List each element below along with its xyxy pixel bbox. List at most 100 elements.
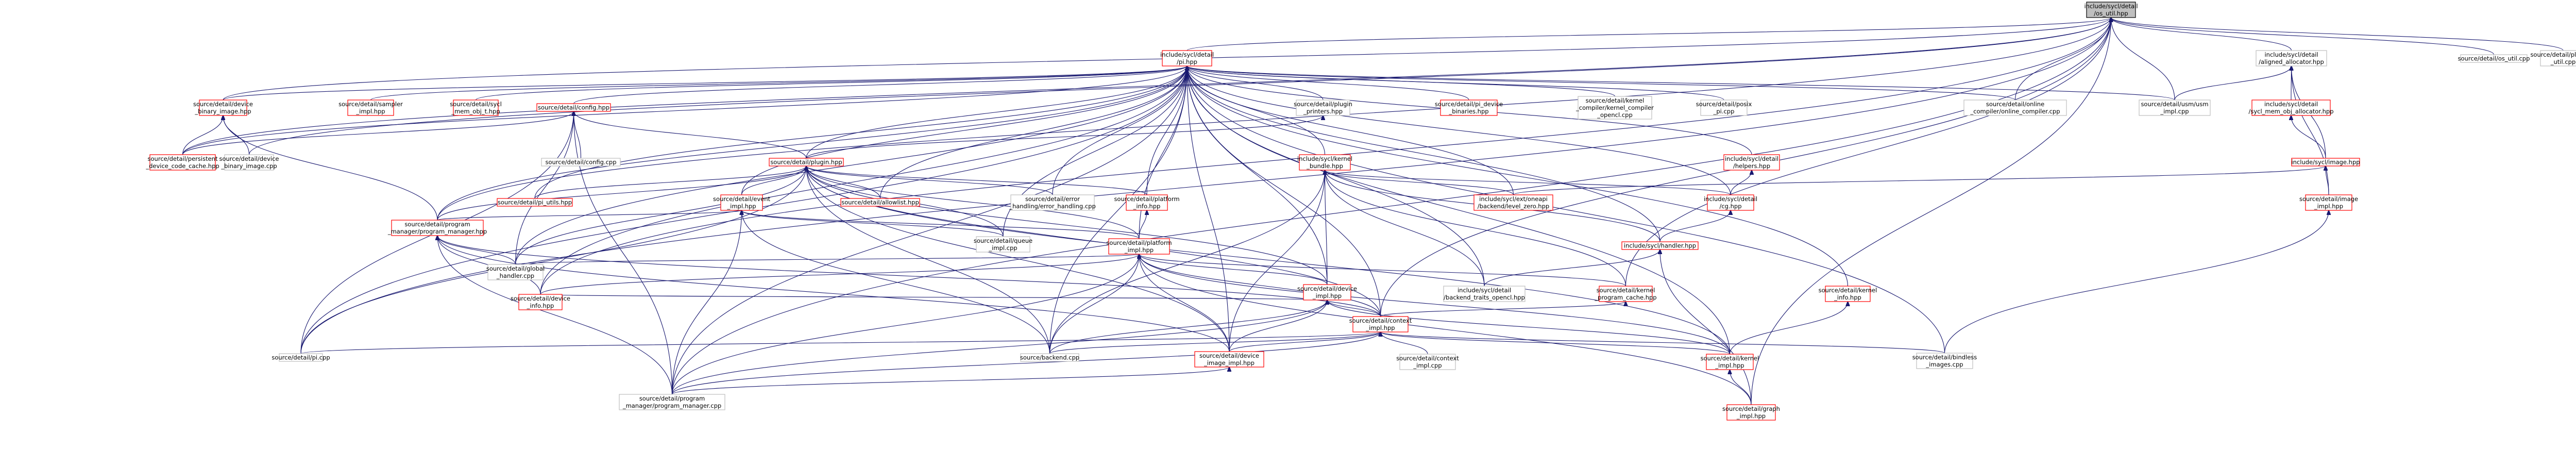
node-label-line: source/detail/plugin.hpp bbox=[770, 159, 842, 166]
node-box bbox=[1010, 194, 1095, 211]
node-label-line: _binary_image.cpp bbox=[221, 162, 277, 170]
node-box bbox=[1963, 99, 2067, 116]
node-label-line: source/detail/image bbox=[2299, 195, 2358, 203]
graph-node-persistent[interactable]: source/detail/persistent_device_code_cac… bbox=[145, 154, 219, 171]
graph-node-plugin-printers[interactable]: source/detail/plugin_printers.hpp bbox=[1294, 99, 1352, 116]
graph-node-online-compiler[interactable]: source/detail/online_compiler/online_com… bbox=[1963, 99, 2067, 116]
node-box bbox=[199, 99, 247, 116]
node-label-line: include/sycl/detail bbox=[1160, 51, 1214, 58]
node-label-line: source/detail/allowlist.hpp bbox=[841, 199, 919, 206]
graph-node-root[interactable]: include/sycl/detail/os_util.hpp bbox=[2084, 2, 2138, 18]
node-label-line: _impl.hpp bbox=[1715, 362, 1744, 369]
node-box bbox=[2086, 2, 2136, 18]
graph-node-pm-hpp[interactable]: source/detail/program_manager/program_ma… bbox=[387, 220, 487, 236]
dependency-edge-pi_utils-to-plugin_hpp bbox=[534, 166, 806, 199]
dependency-edge-backend_cpp-to-plugin_hpp bbox=[806, 166, 1050, 354]
node-box bbox=[1707, 194, 1754, 211]
dependency-edge-sampler-to-pi bbox=[370, 66, 1188, 101]
graph-node-backend-cpp[interactable]: source/backend.cpp bbox=[1020, 353, 1079, 362]
graph-node-mem-obj-alloc[interactable]: include/sycl/detail/sycl_mem_obj_allocat… bbox=[2248, 99, 2334, 116]
graph-node-kernel-compiler[interactable]: source/detail/kernel_compiler/kernel_com… bbox=[1575, 96, 1654, 120]
graph-node-image-hpp[interactable]: include/sycl/image.hpp bbox=[2291, 158, 2360, 167]
graph-node-kernel-program-cache[interactable]: source/detail/kernel_program_cache.hpp bbox=[1594, 286, 1657, 302]
dependency-edge-error_handling-to-plugin_hpp bbox=[806, 166, 1053, 195]
graph-node-handler-hpp[interactable]: include/sycl/handler.hpp bbox=[1621, 241, 1699, 250]
node-box bbox=[1299, 154, 1351, 171]
graph-node-cg-hpp[interactable]: include/sycl/detail/cg.hpp bbox=[1704, 194, 1757, 211]
graph-node-graph-impl[interactable]: source/detail/graph_impl.hpp bbox=[1722, 404, 1780, 421]
node-label-line: source/backend.cpp bbox=[1020, 354, 1079, 361]
graph-node-pi-utils[interactable]: source/detail/pi_utils.hpp bbox=[497, 198, 573, 207]
graph-node-pi-cpp[interactable]: source/detail/pi.cpp bbox=[272, 353, 330, 362]
node-label-line: source/detail/posix bbox=[1696, 101, 1752, 108]
graph-node-event-impl[interactable]: source/detail/event_impl.hpp bbox=[713, 194, 771, 211]
dependency-edge-level_zero-to-kernel_bundle bbox=[1325, 170, 1514, 195]
dependency-edge-level_zero-to-image_hpp bbox=[1513, 166, 2326, 195]
graph-node-config-cpp[interactable]: source/detail/config.cpp bbox=[541, 158, 621, 167]
graph-node-queue-impl[interactable]: source/detail/queue_impl.cpp bbox=[974, 236, 1032, 253]
node-box bbox=[1108, 238, 1170, 255]
graph-node-mem-obj[interactable]: source/detail/sycl_mem_obj_t.hpp bbox=[450, 99, 502, 116]
node-label-line: source/detail/program bbox=[404, 221, 470, 228]
graph-node-dev-bin[interactable]: source/detail/device_binary_image.hpp bbox=[193, 99, 253, 116]
graph-node-kernel-info[interactable]: source/detail/kernel_info.hpp bbox=[1819, 286, 1877, 302]
graph-node-device-impl[interactable]: source/detail/device_impl.hpp bbox=[1297, 284, 1357, 301]
node-box bbox=[1825, 286, 1871, 302]
dependency-edge-pi_utils-to-pi bbox=[534, 66, 1187, 199]
graph-node-pm-cpp[interactable]: source/detail/program_manager/program_ma… bbox=[619, 394, 725, 410]
graph-node-kernel-bundle[interactable]: include/sycl/kernel_bundle.hpp bbox=[1297, 154, 1352, 171]
graph-node-aligned[interactable]: include/sycl/detail/aligned_allocator.hp… bbox=[2256, 50, 2327, 66]
node-label-line: include/sycl/ext/oneapi bbox=[1479, 195, 1548, 203]
dependency-edge-graph_impl-to-platform_impl bbox=[1139, 254, 1752, 405]
dependency-edge-image_impl-to-aligned bbox=[2292, 66, 2329, 195]
node-label-line: source/detail/device bbox=[219, 155, 279, 162]
node-label-line: source/detail/sampler bbox=[338, 101, 403, 108]
node-box bbox=[1126, 194, 1168, 211]
node-label-line: source/detail/kernel bbox=[1701, 355, 1759, 362]
graph-node-platform-info[interactable]: source/detail/platform_info.hpp bbox=[1114, 194, 1180, 211]
graph-node-pi-dev-bin[interactable]: source/detail/pi_device_binaries.hpp bbox=[1435, 99, 1503, 116]
node-box bbox=[497, 198, 573, 207]
graph-node-image-impl[interactable]: source/detail/image_impl.hpp bbox=[2299, 194, 2358, 211]
graph-node-helpers[interactable]: include/sycl/detail/helpers.hpp bbox=[1723, 154, 1780, 171]
node-label-line: include/sycl/image.hpp bbox=[2291, 159, 2360, 166]
node-label-line: _info.hpp bbox=[1133, 203, 1161, 210]
dependency-edge-device_image_impl-to-plugin_hpp bbox=[806, 166, 1230, 352]
dependency-edge-pm_cpp-to-platform_impl bbox=[671, 254, 1140, 395]
dependency-edge-device_info-to-pi bbox=[540, 66, 1187, 295]
dependency-edge-platform_impl-to-plugin_hpp bbox=[806, 166, 1140, 239]
dependency-edge-platform_impl-to-platform_info bbox=[1139, 210, 1147, 239]
graph-node-pi[interactable]: include/sycl/detail/pi.hpp bbox=[1160, 50, 1214, 66]
dependency-edge-persistent-to-dev_bin bbox=[182, 115, 224, 155]
node-label-line: source/detail/event bbox=[713, 195, 771, 203]
dependency-edge-backend_cpp-to-platform_impl bbox=[1049, 254, 1140, 354]
node-label-line: include/sycl/detail bbox=[2264, 101, 2318, 108]
graph-node-plugin-hpp[interactable]: source/detail/plugin.hpp bbox=[769, 158, 844, 167]
node-label-line: source/detail/online bbox=[1986, 101, 2044, 108]
graph-node-posix-pi[interactable]: source/detail/posix_pi.cpp bbox=[1696, 99, 1752, 116]
dependency-edge-os_util_cpp-to-root bbox=[2111, 18, 2495, 55]
graph-node-global-handler[interactable]: source/detail/global_handler.cpp bbox=[486, 264, 545, 280]
dependency-edge-pm_hpp-to-plugin_hpp bbox=[437, 166, 806, 221]
graph-node-sampler[interactable]: source/detail/sampler_impl.hpp bbox=[338, 99, 403, 116]
graph-node-allowlist[interactable]: source/detail/allowlist.hpp bbox=[840, 198, 920, 207]
node-box bbox=[224, 154, 274, 171]
graph-node-error-handling[interactable]: source/detail/error_handling/error_handl… bbox=[1009, 194, 1096, 211]
graph-node-context-impl-cpp[interactable]: source/detail/context_impl.cpp bbox=[1396, 354, 1459, 370]
graph-node-config-hpp[interactable]: source/detail/config.hpp bbox=[536, 103, 611, 112]
dependency-edge-pm_cpp-to-device_image_impl bbox=[671, 367, 1230, 395]
graph-node-context-impl[interactable]: source/detail/context_impl.hpp bbox=[1349, 316, 1412, 332]
graph-node-device-image-impl[interactable]: source/detail/device_image_impl.hpp bbox=[1194, 351, 1264, 368]
graph-node-backend-traits[interactable]: include/sycl/detail/backend_traits_openc… bbox=[1443, 286, 1526, 302]
node-label-line: _impl.hpp bbox=[2314, 203, 2343, 210]
graph-node-dev-bin-cpp[interactable]: source/detail/device_binary_image.cpp bbox=[219, 154, 279, 171]
graph-node-os-util-cpp[interactable]: source/detail/os_util.cpp bbox=[2458, 54, 2530, 63]
node-box bbox=[1296, 99, 1350, 116]
graph-node-kernel-impl[interactable]: source/detail/kernel_impl.hpp bbox=[1701, 354, 1759, 370]
graph-node-platform-impl[interactable]: source/detail/platform_impl.hpp bbox=[1106, 238, 1172, 255]
graph-node-usm-impl[interactable]: source/detail/usm/usm_impl.cpp bbox=[2139, 99, 2211, 116]
graph-node-device-info[interactable]: source/detail/device_info.hpp bbox=[511, 294, 570, 310]
graph-node-bindless[interactable]: source/detail/bindless_images.cpp bbox=[1912, 353, 1977, 369]
graph-node-level-zero[interactable]: include/sycl/ext/oneapi/backend/level_ze… bbox=[1473, 194, 1553, 211]
graph-node-platform-util[interactable]: source/detail/platform_util.cpp bbox=[2530, 50, 2576, 66]
